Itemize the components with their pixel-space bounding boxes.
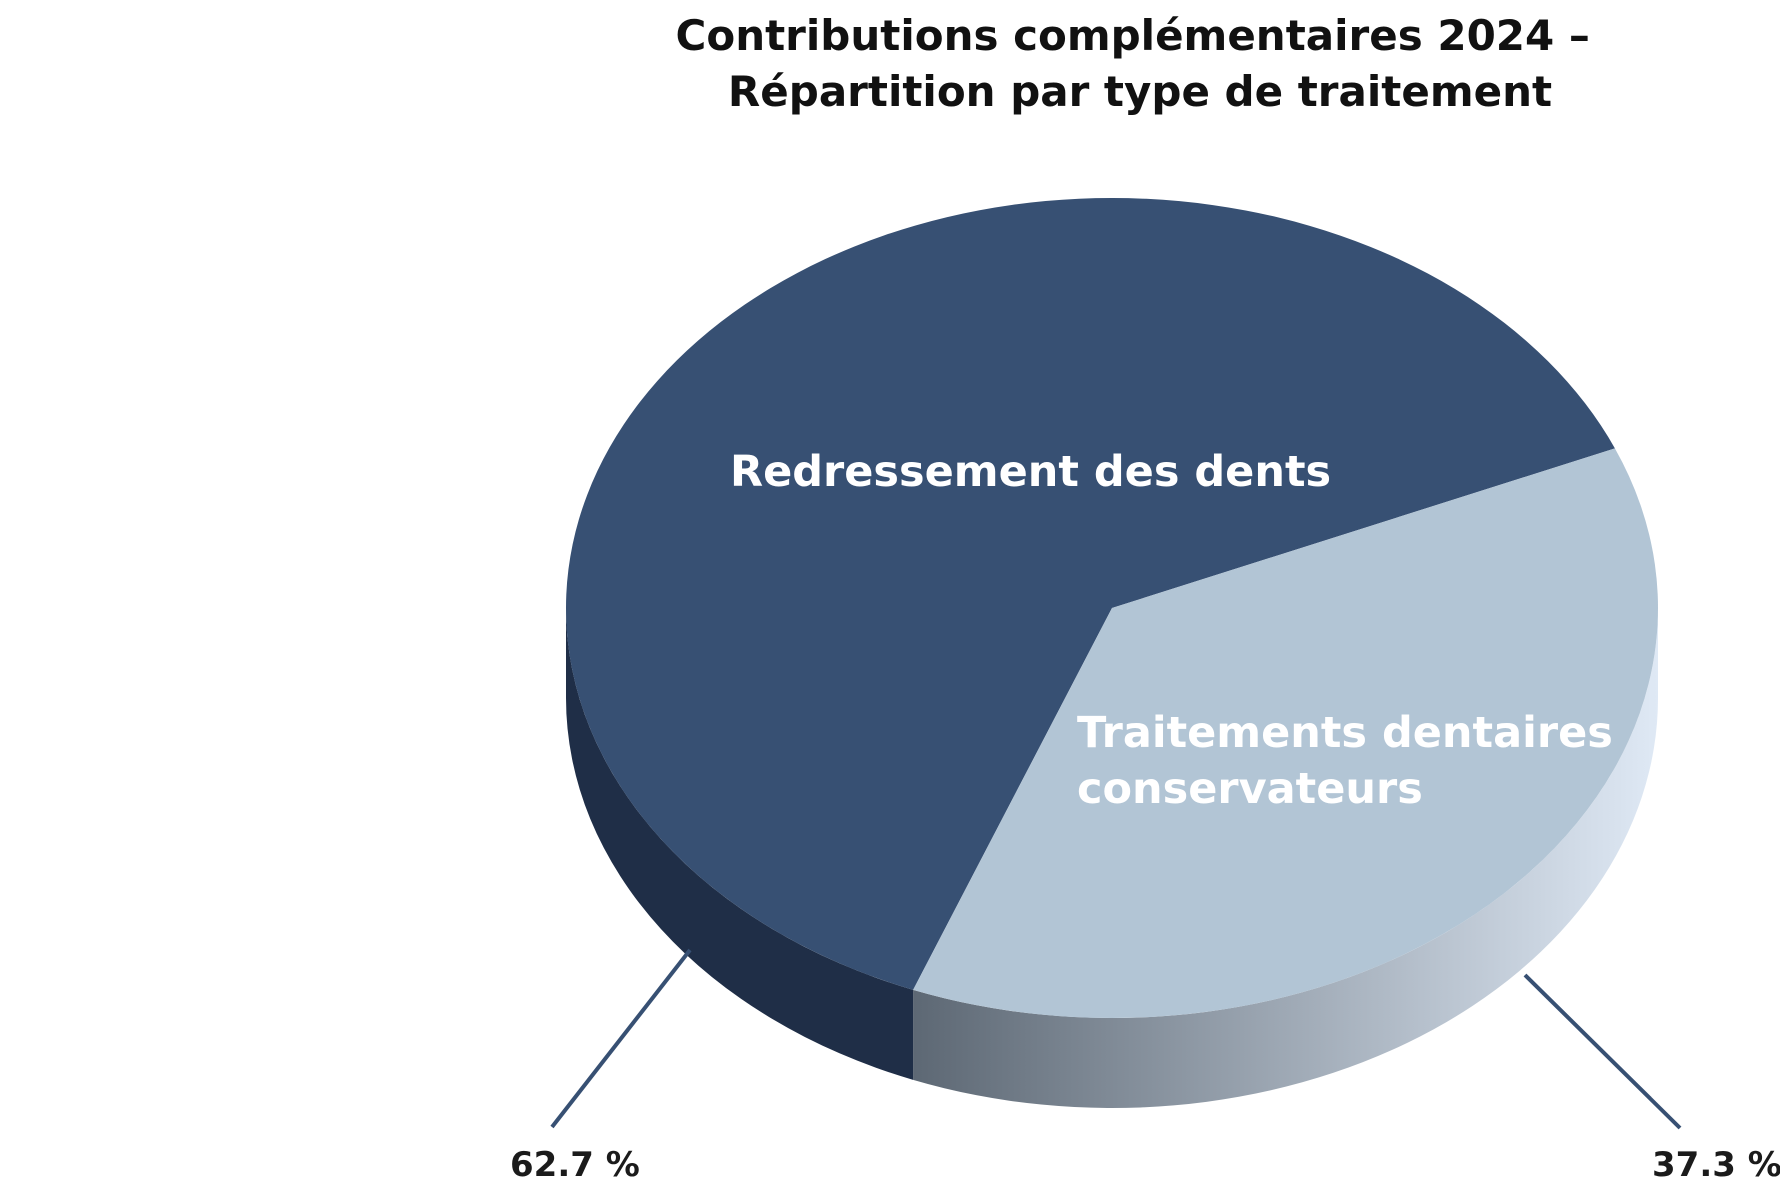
leader-line-traitements	[1523, 973, 1682, 1130]
chart-title: Contributions complémentaires 2024 – Rép…	[676, 11, 1605, 116]
slice-label-traitements-line-1: Traitements dentaires	[1077, 708, 1613, 758]
chart-title-line-1: Contributions complémentaires 2024 –	[676, 11, 1590, 60]
slice-label-traitements: Traitements dentaires conservateurs	[1077, 708, 1628, 814]
slice-traitements-conservateurs	[913, 448, 1658, 1018]
slice-side-traitements-conservateurs	[913, 608, 1659, 1109]
pie-tops	[566, 197, 1658, 1018]
leader-line-redressement	[550, 948, 692, 1129]
slice-redressement-des-dents	[566, 197, 1615, 990]
slice-label-traitements-line-2: conservateurs	[1077, 764, 1423, 814]
chart-title-line-2: Répartition par type de traitement	[728, 67, 1552, 116]
slice-label-redressement: Redressement des dents	[730, 447, 1331, 497]
pie-sides	[566, 608, 1659, 1109]
value-label-traitements: 37.3 %	[1652, 1145, 1780, 1185]
slice-label-redressement-line-1: Redressement des dents	[730, 447, 1331, 497]
value-label-redressement: 62.7 %	[510, 1145, 640, 1185]
slice-side-redressement	[566, 608, 914, 1080]
